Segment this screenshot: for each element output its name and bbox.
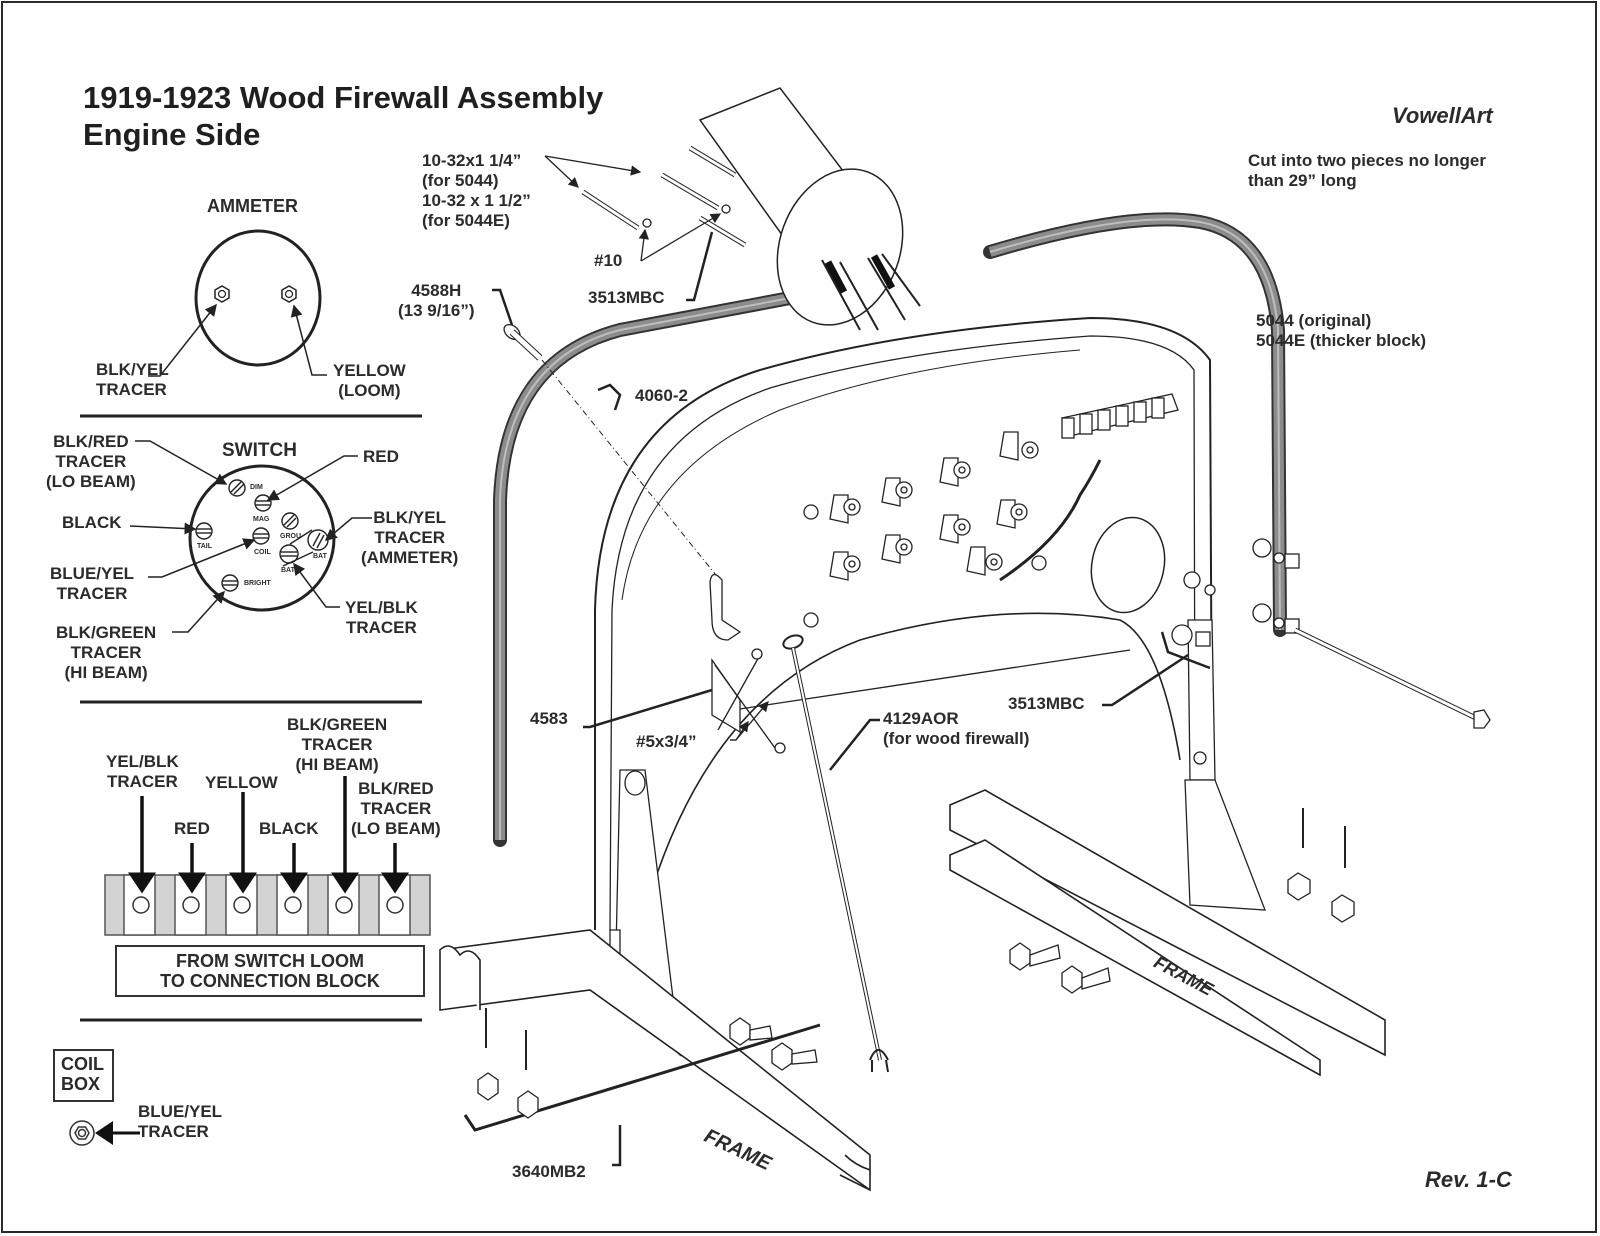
coil-box-label: COIL BOX	[61, 1054, 104, 1094]
latch-4583	[583, 573, 786, 754]
switch-diagram	[129, 440, 372, 633]
firewall-studs	[803, 431, 1047, 628]
hood-rod-4129aor	[782, 634, 889, 1073]
callout-3513mbc-right: 3513MBC	[1008, 694, 1085, 713]
welting-4060-2	[493, 291, 797, 847]
page-title: 1919-1923 Wood Firewall Assembly	[83, 80, 604, 115]
connection-block-caption: FROM SWITCH LOOM TO CONNECTION BLOCK	[160, 951, 380, 991]
block-wire-red: RED	[174, 819, 210, 838]
block-wire-black: BLACK	[259, 819, 319, 838]
block-wire-blk-red: BLK/RED TRACER (LO BEAM)	[351, 779, 441, 838]
switch-callout-blue-yel: BLUE/YEL TRACER	[50, 564, 135, 603]
revision-label: Rev. 1-C	[1425, 1167, 1512, 1192]
switch-terminal-dim: DIM	[250, 484, 263, 491]
callout-3513mbc-top: 3513MBC	[588, 288, 665, 307]
switch-callout-black: BLACK	[62, 513, 122, 532]
ammeter-terminal-left	[214, 285, 230, 303]
callout-washer-10: #10	[594, 251, 623, 270]
bracket-right	[1102, 538, 1491, 911]
ammeter-heading: AMMETER	[207, 196, 298, 216]
switch-terminal-bright: BRIGHT	[244, 580, 271, 587]
switch-terminal-mag: MAG	[253, 516, 270, 523]
switch-callout-red: RED	[363, 447, 399, 466]
connection-block-diagram	[104, 776, 431, 936]
coil-box-terminal	[69, 1120, 140, 1146]
switch-terminal-bat-right: BAT	[313, 553, 327, 560]
callout-5044: 5044 (original) 5044E (thicker block)	[1256, 311, 1427, 350]
coil-box-label-box: COIL BOX	[53, 1049, 114, 1102]
bolts-and-nuts	[477, 808, 1355, 1119]
switch-heading: SWITCH	[222, 440, 297, 461]
ammeter-right-label: YELLOW (LOOM)	[333, 361, 406, 400]
block-wire-yellow: YELLOW	[205, 773, 278, 792]
block-wire-yel-blk: YEL/BLK TRACER	[106, 752, 179, 791]
switch-terminal-tail: TAIL	[197, 543, 213, 550]
switch-terminal-ground: GROU	[280, 533, 301, 540]
brand-label: VowellArt	[1392, 103, 1493, 128]
callout-3640mb2: 3640MB2	[512, 1162, 586, 1181]
frame-rail-left	[439, 929, 871, 1192]
switch-terminal-bat-left: BAT	[281, 567, 295, 574]
ammeter-diagram	[148, 229, 327, 377]
callout-4588h: 4588H (13 9/16”)	[398, 281, 475, 320]
frame-rail-right	[949, 789, 1386, 1077]
rod-4588h	[492, 288, 721, 581]
callout-4583: 4583	[530, 709, 568, 728]
switch-callout-blk-red: BLK/RED TRACER (LO BEAM)	[46, 432, 136, 491]
ammeter-terminal-right	[281, 285, 297, 303]
callout-5x3-4: #5x3/4”	[636, 732, 697, 751]
firewall-panel	[594, 316, 1213, 931]
switch-callout-blk-yel: BLK/YEL TRACER (AMMETER)	[361, 508, 459, 567]
callout-4129aor: 4129AOR (for wood firewall)	[883, 709, 1030, 748]
connection-block-caption-box: FROM SWITCH LOOM TO CONNECTION BLOCK	[115, 945, 425, 997]
welting-right	[983, 212, 1287, 637]
screws-10-32	[544, 145, 747, 302]
ammeter-gauge-assembly	[698, 87, 921, 331]
block-wire-blk-green: BLK/GREEN TRACER (HI BEAM)	[287, 715, 388, 774]
callout-screws: 10-32x1 1/4” (for 5044) 10-32 x 1 1/2” (…	[422, 151, 531, 230]
callout-4060-2: 4060-2	[635, 386, 688, 405]
callout-cut-note: Cut into two pieces no longer than 29” l…	[1248, 151, 1486, 190]
switch-terminal-coil: COIL	[254, 549, 271, 556]
page-subtitle: Engine Side	[83, 117, 261, 152]
switch-callout-yel-blk: YEL/BLK TRACER	[345, 598, 418, 637]
ammeter-left-label: BLK/YEL TRACER	[96, 360, 169, 399]
section-dividers	[80, 414, 422, 1022]
switch-callout-blk-green: BLK/GREEN TRACER (HI BEAM)	[56, 623, 157, 682]
terminal-block-5044	[999, 393, 1179, 582]
coil-box-wire-label: BLUE/YEL TRACER	[138, 1102, 223, 1141]
